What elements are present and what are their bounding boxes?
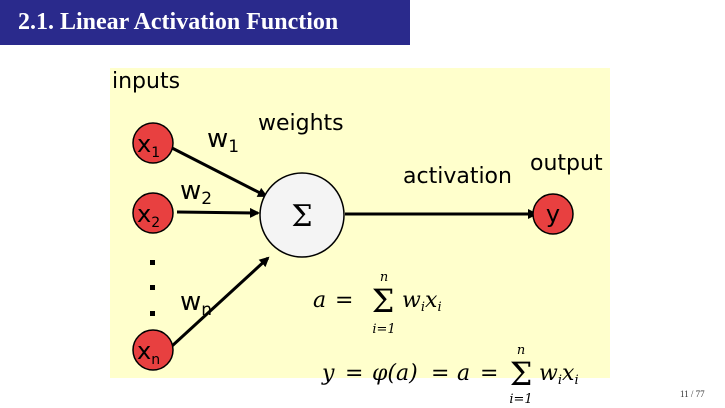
input-node-x2: x2 (132, 192, 174, 234)
output-label: output (530, 151, 603, 176)
arrow-x1-sum (171, 146, 268, 198)
ellipsis-dots (150, 260, 155, 316)
svg-text:y: y (321, 361, 335, 386)
svg-text:a: a (313, 288, 326, 313)
page-number: 11 / 77 (680, 389, 705, 399)
svg-text:n: n (380, 270, 388, 285)
svg-text:i=1: i=1 (372, 322, 395, 337)
svg-text:Σ: Σ (510, 355, 533, 393)
svg-text:=: = (480, 361, 498, 386)
sigma-symbol: Σ (291, 199, 312, 234)
inputs-label: inputs (112, 69, 180, 94)
slide-title: 2.1. Linear Activation Function (18, 9, 339, 35)
svg-text:a: a (457, 361, 470, 386)
svg-text:wixi: wixi (402, 288, 442, 315)
arrow-x2-sum (176, 207, 260, 218)
weight-wn: wn (180, 287, 212, 320)
arrow-xn-sum (170, 256, 270, 348)
formula-y: y = φ(a) = a = Σ n i=1 wixi (321, 343, 579, 407)
svg-text:x1: x1 (137, 130, 160, 161)
svg-text:n: n (517, 343, 525, 358)
svg-text:i=1: i=1 (509, 392, 532, 407)
svg-text:=: = (335, 288, 353, 313)
summation-node: Σ (259, 172, 345, 258)
svg-text:φ(a): φ(a) (372, 361, 418, 386)
svg-text:wixi: wixi (539, 361, 579, 388)
output-node-y: y (532, 193, 574, 235)
input-node-xn: xn (132, 329, 174, 371)
title-banner: 2.1. Linear Activation Function (0, 0, 410, 45)
svg-text:y: y (546, 200, 560, 228)
svg-text:Σ: Σ (372, 282, 395, 320)
title-bar: 2.1. Linear Activation Function (0, 0, 725, 48)
weight-w2: w2 (180, 176, 212, 209)
weight-w1: w1 (207, 124, 239, 157)
svg-text:=: = (431, 361, 449, 386)
activation-label: activation (403, 164, 512, 189)
svg-text:=: = (345, 361, 363, 386)
input-node-x1: x1 (132, 122, 174, 164)
svg-text:x2: x2 (137, 200, 160, 231)
weights-label: weights (258, 111, 344, 136)
formula-a: a = Σ n i=1 wixi (313, 270, 442, 337)
svg-text:xn: xn (137, 337, 160, 368)
